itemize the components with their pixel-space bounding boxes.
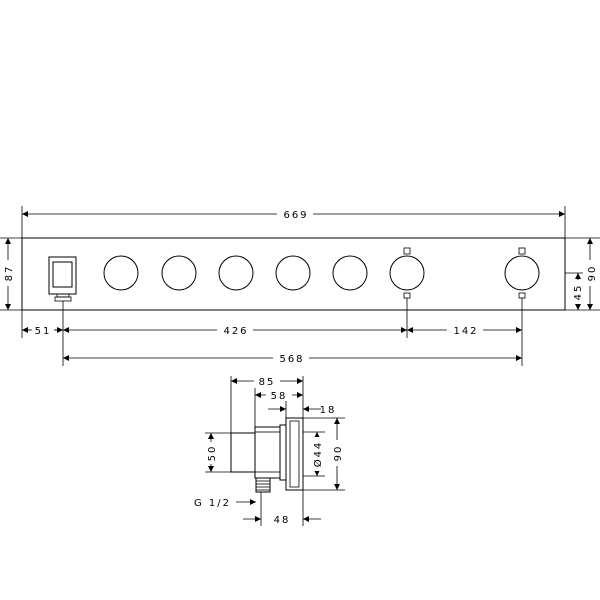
dim-50: 50 [207,445,218,462]
thread-label: G 1/2 [194,498,231,509]
front-plate [21,237,566,311]
front-view: 669 87 90 45 51 426 142 568 [0,206,600,366]
knob-1 [103,255,139,291]
side-view: 85 58 18 50 Ø44 90 48 G 1/2 [194,375,345,526]
side-body [230,432,256,473]
knob-3 [218,255,254,291]
dim-44: Ø44 [312,441,324,468]
dim-87: 87 [4,265,15,282]
dim-48: 48 [274,515,291,526]
dim-426: 426 [223,326,248,337]
knob-2 [161,255,197,291]
knob-4 [275,255,311,291]
thread-connection [255,477,271,493]
dim-142: 142 [453,326,478,337]
dim-90-side: 90 [333,445,344,462]
dim-18: 18 [320,405,337,416]
dim-90-right: 90 [587,265,598,282]
knob-5 [332,255,368,291]
dim-669: 669 [283,210,308,221]
thermostat-knob-2 [504,247,540,299]
thermostat-knob-1 [389,247,425,299]
dim-45: 45 [573,284,584,301]
dim-51: 51 [35,326,52,337]
hand-shower-holder [48,256,77,302]
side-step [254,426,281,479]
side-faceplate [285,417,304,491]
dim-85: 85 [259,377,276,388]
dim-58: 58 [271,391,288,402]
dim-568: 568 [279,354,304,365]
